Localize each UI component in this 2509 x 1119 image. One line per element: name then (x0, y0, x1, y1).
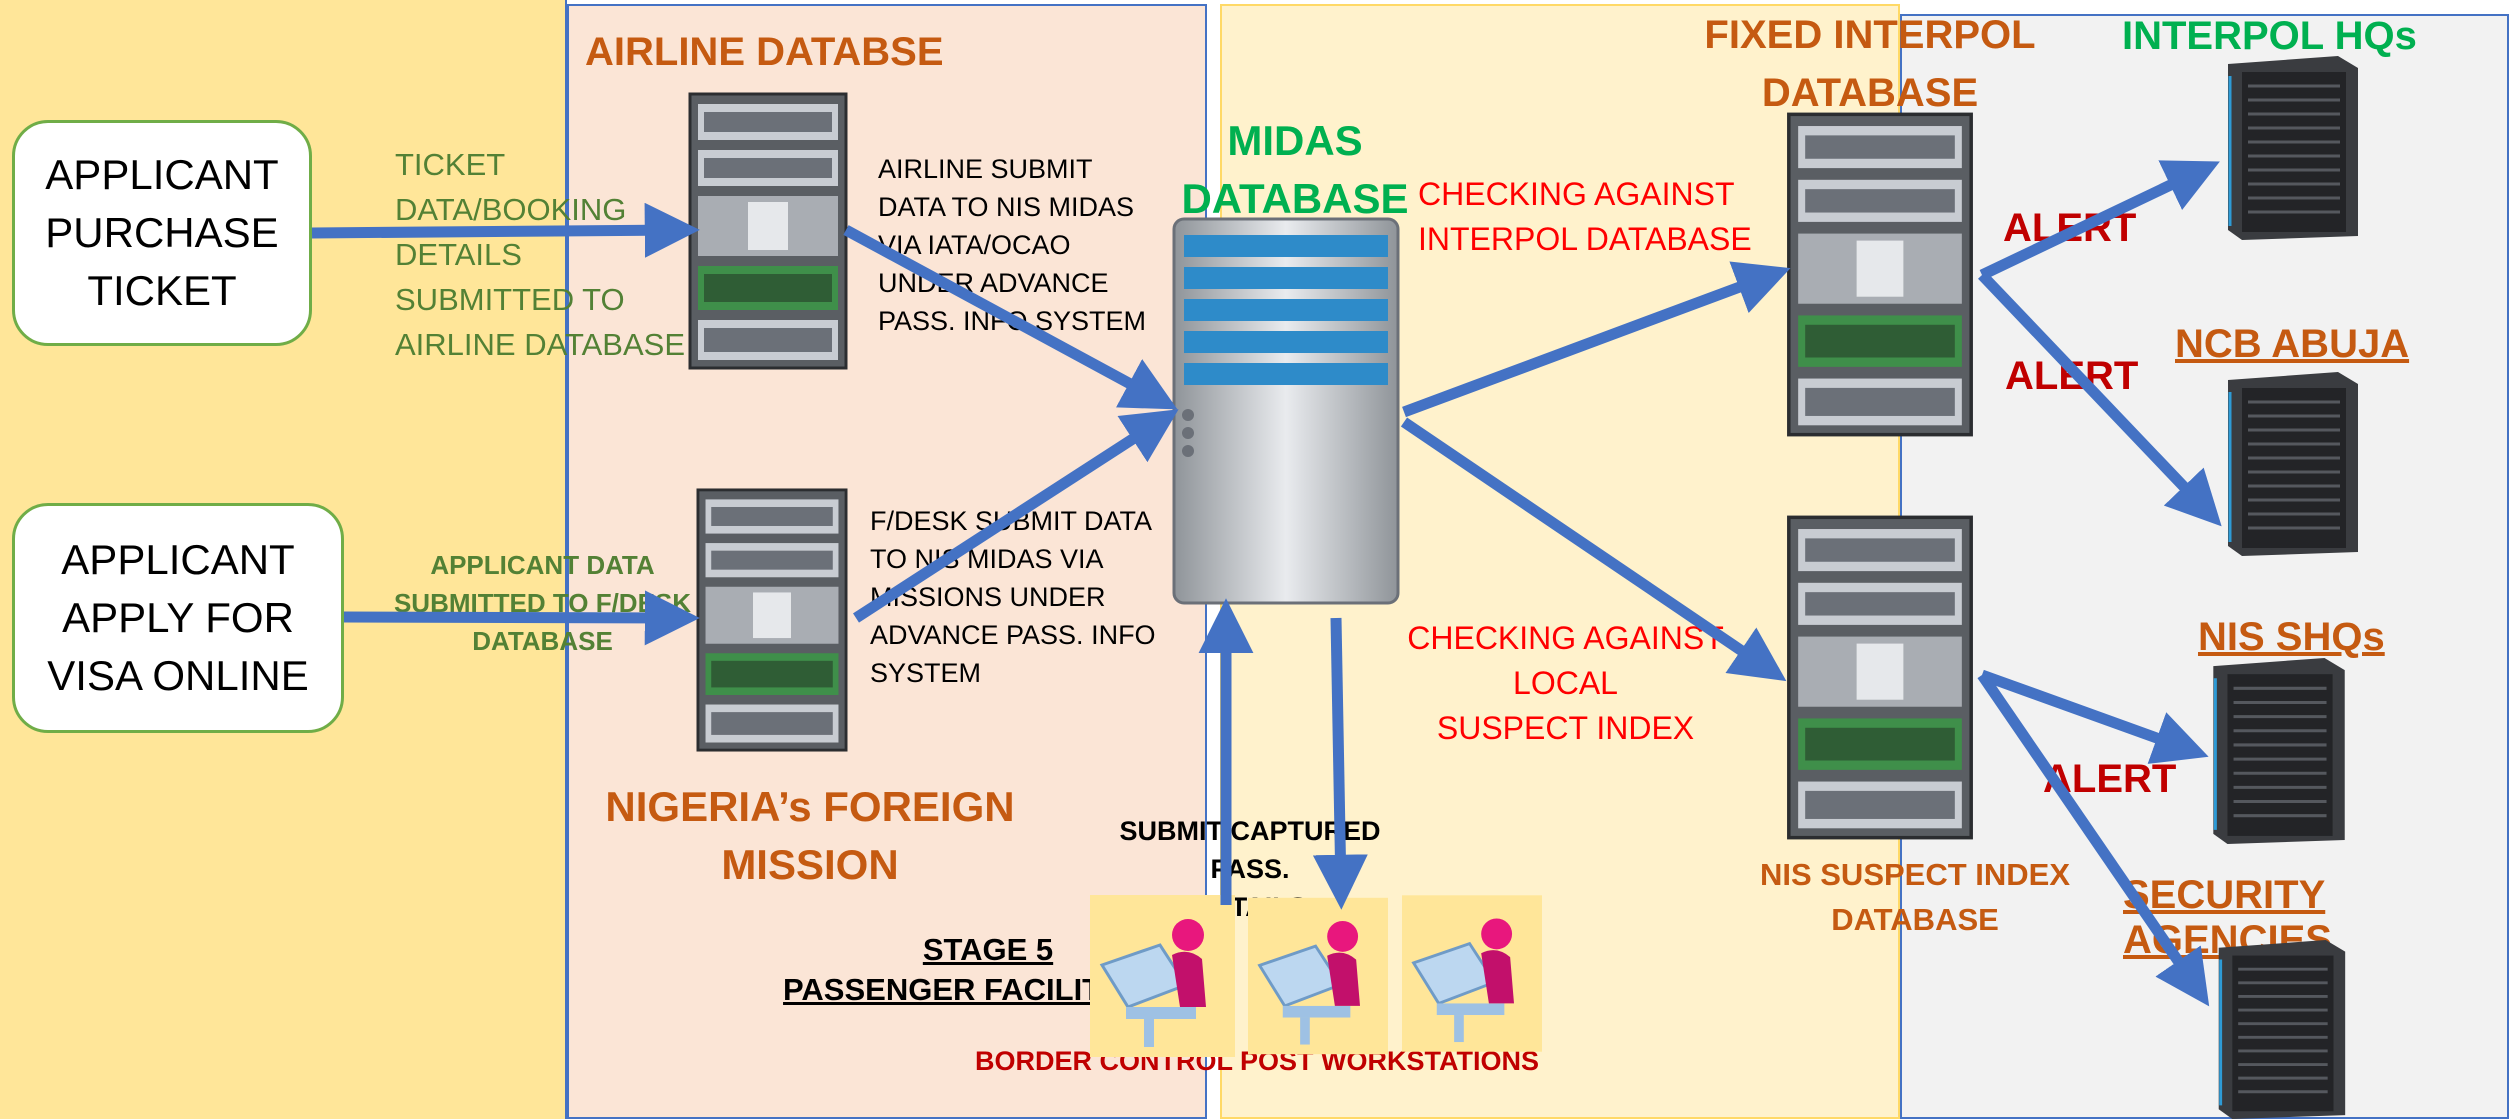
applicant-apply-visa-box: APPLICANT APPLY FOR VISA ONLINE (12, 503, 344, 733)
midas-database-title: MIDAS DATABASE (1181, 117, 1409, 222)
workstation-1-computer-user-icon (1090, 895, 1235, 1057)
arrow-alert-to-ncb (1978, 271, 2222, 527)
check-interpol-note: CHECKING AGAINST INTERPOL DATABASE (1418, 176, 1752, 257)
foreign-mission-title: NIGERIA’s FOREIGN MISSION (605, 783, 1015, 888)
arrow-purchase-to-airline (311, 202, 700, 258)
suspect-index-rack-server-icon (1787, 515, 1973, 840)
fdesk-submit-note: F/DESK SUBMIT DATA TO NIS MIDAS VIA MISS… (870, 506, 1156, 688)
ncb-abuja-title: NCB ABUJA (2175, 322, 2410, 366)
midas-database-server-icon (1172, 217, 1400, 605)
security-agencies-tower-server-icon (2218, 940, 2346, 1119)
workstation-3-computer-user-icon (1402, 895, 1542, 1052)
arrow-airline-to-midas (843, 225, 1178, 410)
ticket-data-note: TICKET DATA/BOOKING DETAILS SUBMITTED TO… (395, 147, 685, 362)
workstation-2-computer-user-icon (1248, 897, 1388, 1055)
arrow-mission-to-midas (853, 409, 1179, 623)
applicant-purchase-ticket-box: APPLICANT PURCHASE TICKET (12, 120, 312, 346)
airline-rack-server-icon (688, 92, 848, 370)
arrow-midas-to-interpol (1402, 261, 1791, 418)
arrow-alert-to-interpol-hq (1979, 160, 2220, 280)
interpol-database-title: FIXED INTERPOL DATABASE (1704, 13, 2036, 115)
interpol-hq-title: INTERPOL HQs (2122, 14, 2417, 58)
nis-shq-tower-server-icon (2213, 658, 2345, 844)
suspect-index-title: NIS SUSPECT INDEX DATABASE (1759, 857, 2071, 937)
interpol-rack-server-icon (1787, 112, 1973, 437)
airline-database-title: AIRLINE DATABSE (585, 30, 944, 74)
arrow-visa-to-mission (343, 590, 700, 646)
check-local-note: CHECKING AGAINST LOCAL SUSPECT INDEX (1407, 620, 1724, 746)
arrow-midas-to-suspect (1400, 417, 1787, 682)
ncb-abuja-tower-server-icon (2228, 372, 2358, 556)
interpol-hq-tower-server-icon (2228, 56, 2358, 240)
arrow-suspect-to-nis (1980, 669, 2209, 764)
arrow-midas-to-workstation (1312, 617, 1368, 910)
nis-shq-title: NIS SHQs (2198, 615, 2385, 659)
arrow-suspect-to-security (1977, 671, 2210, 1007)
